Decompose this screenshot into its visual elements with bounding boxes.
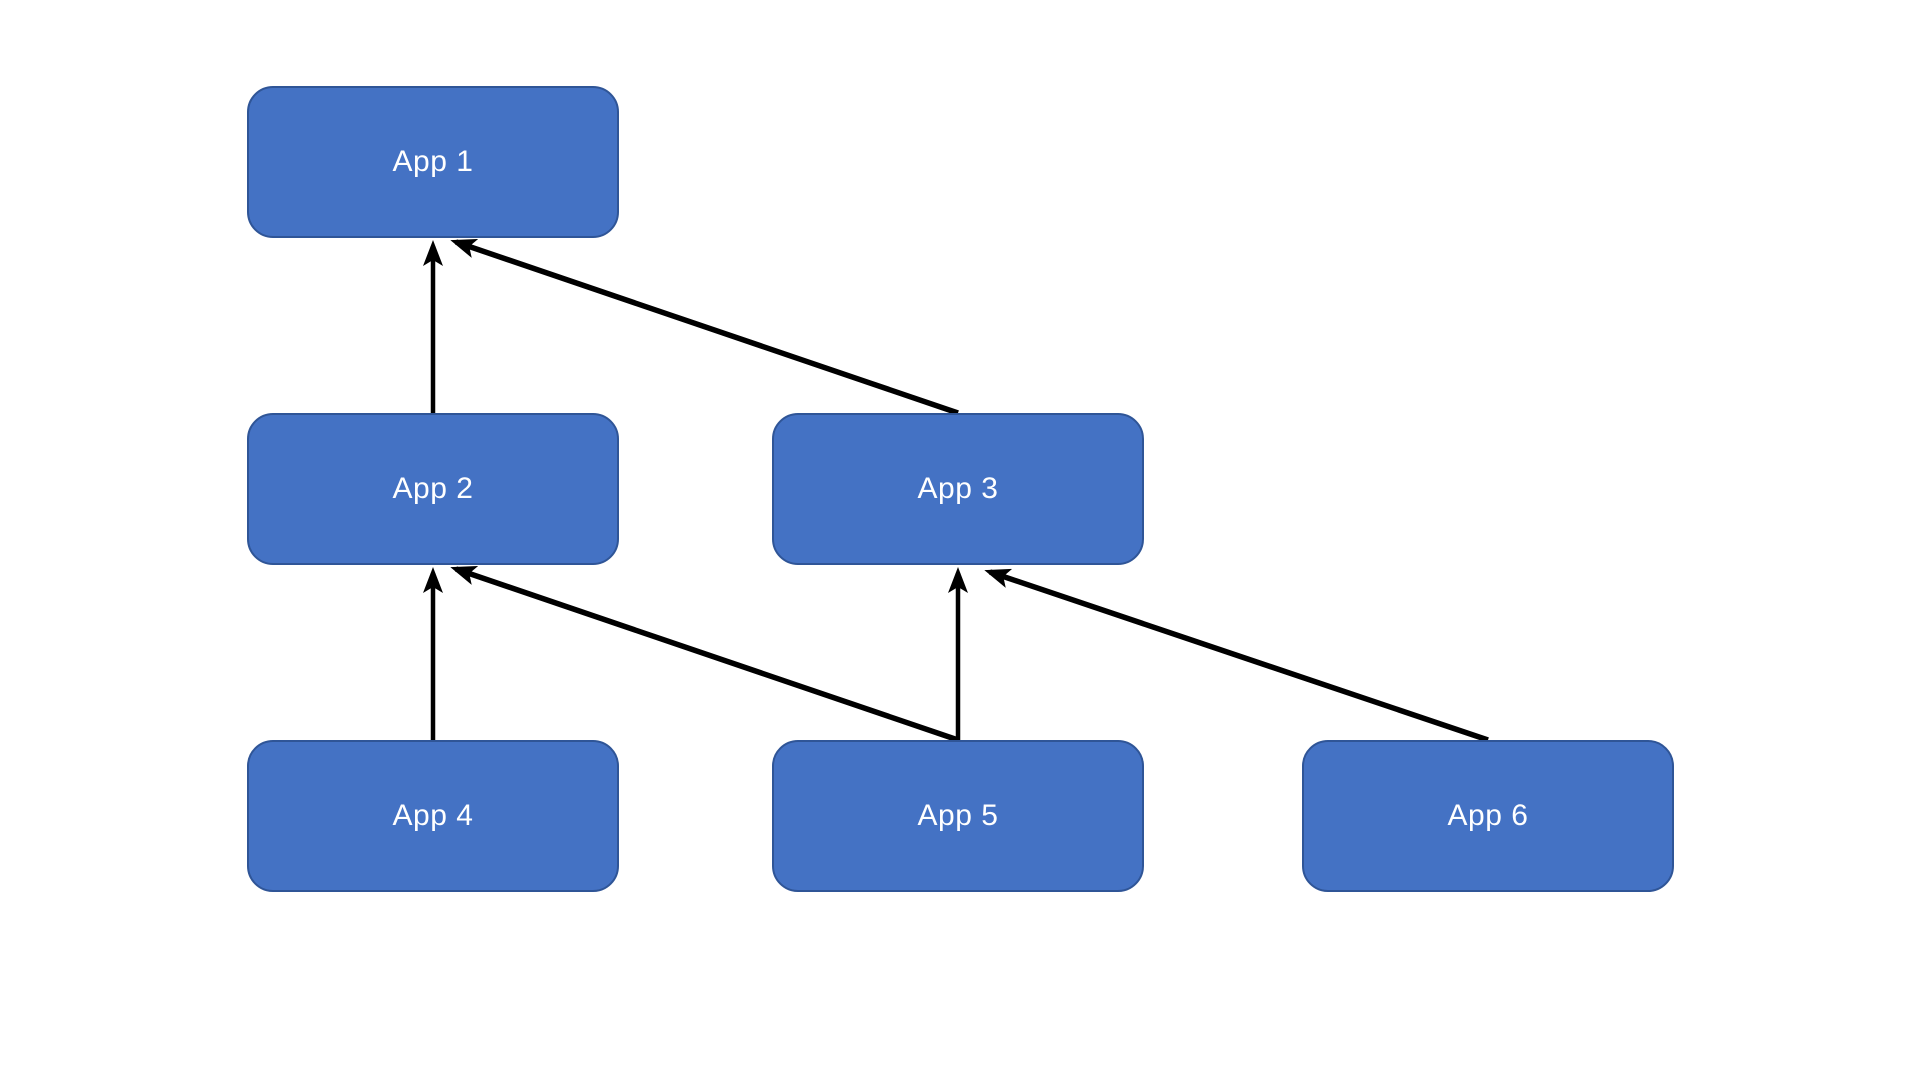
node-app-6[interactable]: App 6	[1302, 740, 1674, 892]
arrow-app3-to-app1	[450, 238, 959, 416]
arrow-app5-to-app2	[450, 565, 959, 743]
node-app-1[interactable]: App 1	[247, 86, 619, 238]
node-app-3-label: App 3	[917, 472, 999, 505]
node-app-5[interactable]: App 5	[772, 740, 1144, 892]
node-app-2-label: App 2	[392, 472, 474, 505]
node-app-3[interactable]: App 3	[772, 413, 1144, 565]
arrow-app6-to-app3	[984, 568, 1489, 743]
node-app-1-label: App 1	[392, 145, 474, 178]
node-app-4-label: App 4	[392, 799, 474, 832]
node-app-6-label: App 6	[1447, 799, 1529, 832]
node-app-2[interactable]: App 2	[247, 413, 619, 565]
node-app-4[interactable]: App 4	[247, 740, 619, 892]
node-app-5-label: App 5	[917, 799, 999, 832]
